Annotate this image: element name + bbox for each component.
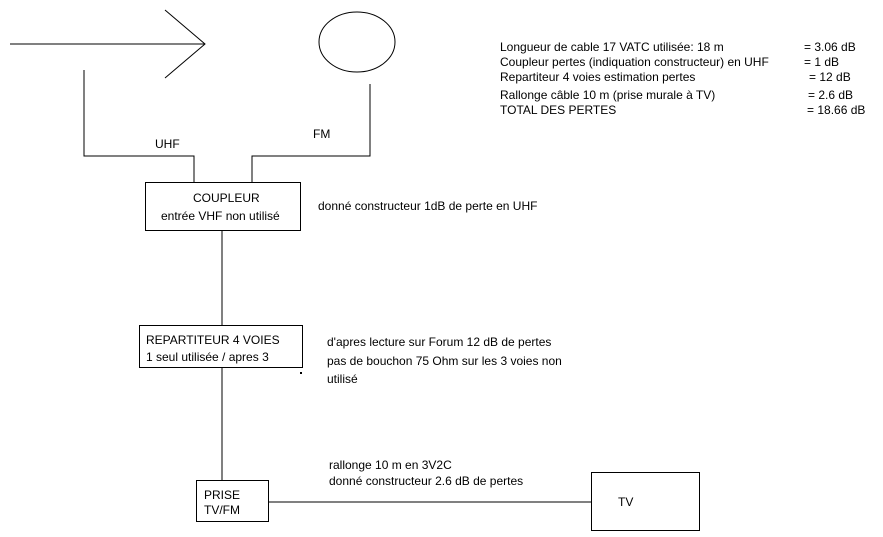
uhf-cable bbox=[83, 70, 195, 182]
fm-label: FM bbox=[313, 127, 331, 141]
uhf-antenna-arrowhead bbox=[164, 9, 206, 79]
coupleur-box: COUPLEUR entrée VHF non utilisé bbox=[145, 182, 301, 231]
coupleur-subtitle: entrée VHF non utilisé bbox=[161, 209, 280, 223]
coupleur-note: donné constructeur 1dB de perte en UHF bbox=[318, 199, 538, 213]
coupleur-title: COUPLEUR bbox=[193, 191, 260, 205]
loss-row-label: Coupleur pertes (indiquation constructeu… bbox=[500, 55, 769, 69]
tv-box: TV bbox=[591, 472, 700, 531]
prise-line-1: PRISE bbox=[204, 488, 241, 502]
unused-output-mark bbox=[300, 372, 302, 374]
loss-row-value: = 2.6 dB bbox=[808, 88, 854, 102]
loss-total-value: = 18.66 dB bbox=[807, 103, 866, 117]
fm-cable bbox=[251, 84, 371, 182]
fm-antenna-icon bbox=[318, 11, 396, 73]
tv-label: TV bbox=[618, 495, 634, 509]
repartiteur-box: REPARTITEUR 4 VOIES 1 seul utilisée / ap… bbox=[139, 325, 303, 368]
prise-box: PRISE TV/FM bbox=[196, 480, 269, 522]
loss-row-value: = 1 dB bbox=[804, 55, 840, 69]
repartiteur-title: REPARTITEUR 4 VOIES bbox=[146, 333, 280, 347]
loss-row-label: Repartiteur 4 voies estimation pertes bbox=[500, 70, 696, 84]
loss-row-value: = 3.06 dB bbox=[804, 40, 856, 54]
loss-row-label: Longueur de cable 17 VATC utilisée: 18 m bbox=[500, 40, 724, 54]
repartiteur-note-line-1: d'apres lecture sur Forum 12 dB de perte… bbox=[327, 335, 552, 349]
loss-row-label: Rallonge câble 10 m (prise murale à TV) bbox=[500, 88, 716, 102]
cable-note-line-2: donné constructeur 2.6 dB de pertes bbox=[329, 474, 524, 488]
prise-line-2: TV/FM bbox=[204, 503, 240, 517]
cable-note-line-1: rallonge 10 m en 3V2C bbox=[329, 458, 452, 472]
repartiteur-subtitle: 1 seul utilisée / apres 3 bbox=[146, 350, 269, 364]
loss-row-value: = 12 dB bbox=[809, 70, 851, 84]
uhf-label: UHF bbox=[155, 137, 180, 151]
loss-total-label: TOTAL DES PERTES bbox=[500, 103, 617, 117]
repartiteur-note-line-2: pas de bouchon 75 Ohm sur les 3 voies no… bbox=[327, 354, 562, 368]
repartiteur-note-line-3: utilisé bbox=[327, 372, 358, 386]
